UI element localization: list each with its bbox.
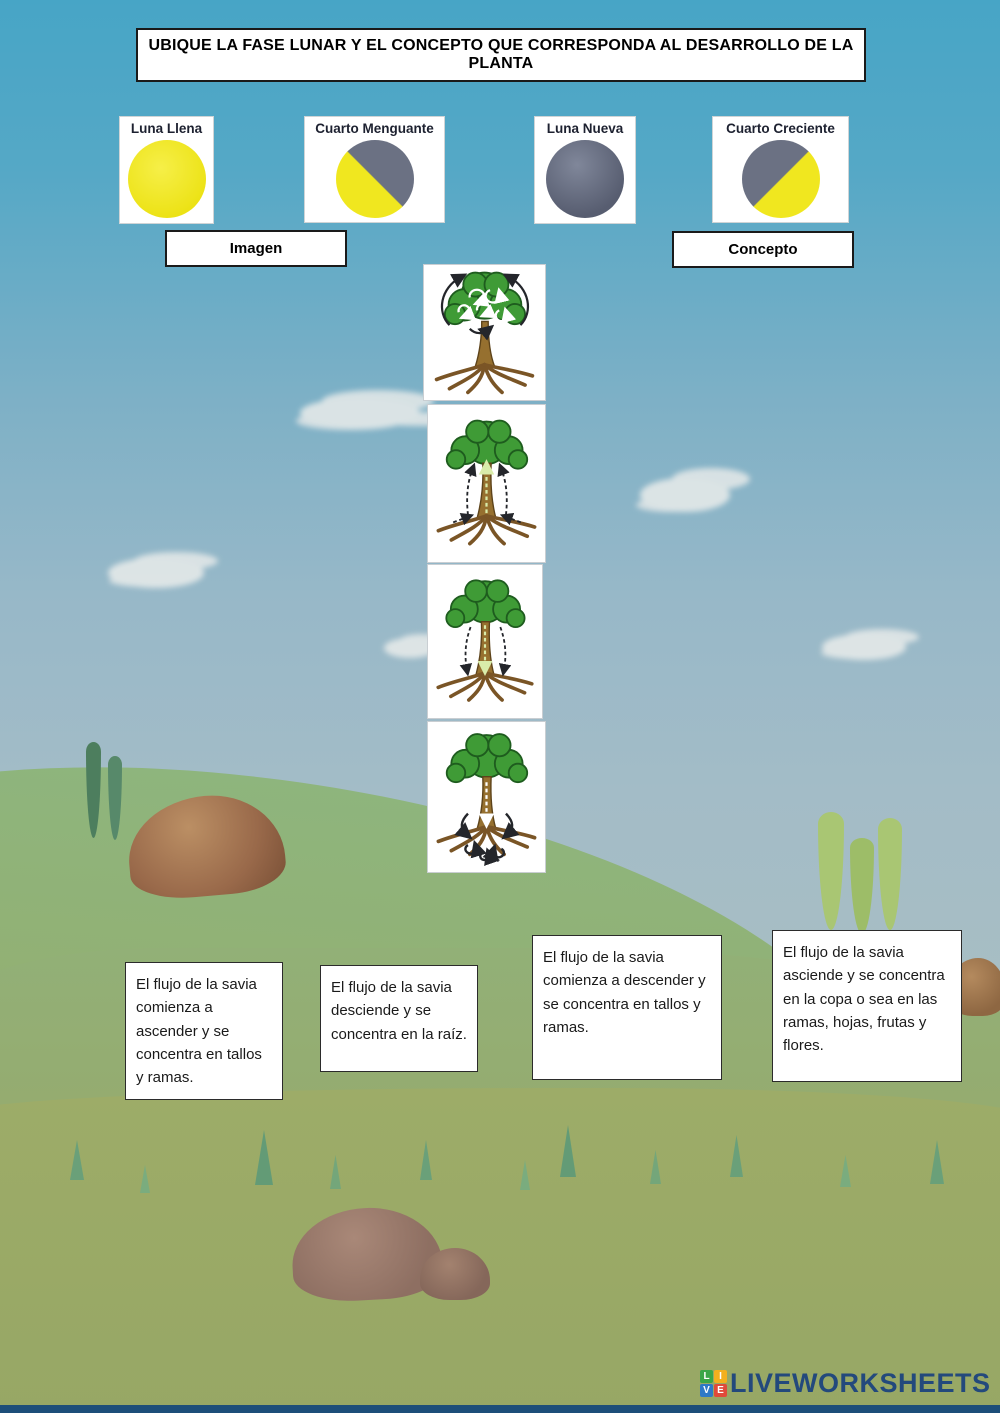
grass-tuft bbox=[650, 1150, 661, 1184]
tree-card-sap-descending[interactable] bbox=[428, 565, 542, 718]
logo-tile-i: I bbox=[714, 1370, 727, 1383]
moon-label: Luna Nueva bbox=[546, 121, 624, 136]
full-moon-icon bbox=[127, 140, 206, 218]
cloud bbox=[822, 634, 906, 660]
cloud bbox=[300, 398, 420, 428]
moon-card-luna-llena[interactable]: Luna Llena bbox=[120, 117, 213, 223]
bottom-navy-bar bbox=[0, 1405, 1000, 1413]
tree-sap-ascending-trunk-icon bbox=[436, 419, 537, 546]
light-tree bbox=[850, 838, 874, 934]
grass-tuft bbox=[140, 1165, 150, 1193]
waning-quarter-moon-icon bbox=[335, 140, 414, 218]
new-moon-icon bbox=[546, 140, 624, 218]
light-tree bbox=[818, 812, 844, 930]
concept-card-sap-to-crown[interactable]: El flujo de la savia asciende y se conce… bbox=[772, 930, 962, 1082]
moon-label: Luna Llena bbox=[130, 121, 203, 136]
cloud bbox=[640, 478, 730, 512]
cypress-tree bbox=[86, 742, 101, 838]
grass-tuft bbox=[840, 1155, 851, 1187]
worksheet-title: UBIQUE LA FASE LUNAR Y EL CONCEPTO QUE C… bbox=[148, 37, 854, 72]
liveworksheets-grid-icon: L I V E bbox=[700, 1370, 727, 1397]
foreground-grass bbox=[0, 1088, 1000, 1413]
tree-sap-circulating-in-crown-icon bbox=[434, 271, 535, 395]
moon-card-cuarto-menguante[interactable]: Cuarto Menguante bbox=[305, 117, 444, 222]
liveworksheets-logo-link[interactable]: L I V E LIVEWORKSHEETS bbox=[700, 1368, 991, 1399]
rock bbox=[420, 1248, 490, 1300]
tree-card-sap-in-roots[interactable] bbox=[428, 722, 545, 872]
grass-tuft bbox=[520, 1160, 530, 1190]
light-tree bbox=[878, 818, 902, 930]
cloud bbox=[108, 558, 204, 588]
concept-card-sap-descending[interactable]: El flujo de la savia comienza a descende… bbox=[532, 935, 722, 1080]
concept-text: El flujo de la savia asciende y se conce… bbox=[783, 944, 945, 1054]
logo-tile-e: E bbox=[714, 1384, 727, 1397]
concept-text: El flujo de la savia comienza a ascender… bbox=[136, 976, 262, 1086]
tree-sap-descending-trunk-icon bbox=[436, 579, 534, 702]
tree-card-sap-in-crown[interactable] bbox=[424, 265, 545, 400]
tree-sap-concentrated-in-roots-icon bbox=[436, 733, 537, 866]
tree-card-sap-ascending[interactable] bbox=[428, 405, 545, 562]
liveworksheets-wordmark: LIVEWORKSHEETS bbox=[730, 1368, 991, 1398]
moon-card-luna-nueva[interactable]: Luna Nueva bbox=[535, 117, 635, 223]
column-header-imagen: Imagen bbox=[165, 230, 347, 267]
concept-text: El flujo de la savia comienza a descende… bbox=[543, 949, 706, 1036]
column-header-concepto: Concepto bbox=[672, 231, 854, 268]
concept-card-sap-to-root[interactable]: El flujo de la savia desciende y se conc… bbox=[320, 965, 478, 1072]
moon-label: Cuarto Creciente bbox=[726, 121, 835, 136]
waxing-quarter-moon-icon bbox=[741, 140, 820, 218]
header-imagen-label: Imagen bbox=[229, 240, 283, 257]
moon-label: Cuarto Menguante bbox=[315, 121, 434, 136]
cloud bbox=[384, 638, 436, 658]
logo-tile-l: L bbox=[700, 1370, 713, 1383]
cypress-tree bbox=[108, 756, 122, 840]
logo-tile-v: V bbox=[700, 1384, 713, 1397]
moon-card-cuarto-creciente[interactable]: Cuarto Creciente bbox=[713, 117, 848, 222]
concept-text: El flujo de la savia desciende y se conc… bbox=[331, 979, 467, 1043]
concept-card-sap-ascending[interactable]: El flujo de la savia comienza a ascender… bbox=[125, 962, 283, 1101]
header-concepto-label: Concepto bbox=[728, 241, 798, 258]
worksheet-title-box: UBIQUE LA FASE LUNAR Y EL CONCEPTO QUE C… bbox=[136, 28, 866, 82]
grass-tuft bbox=[330, 1155, 341, 1189]
